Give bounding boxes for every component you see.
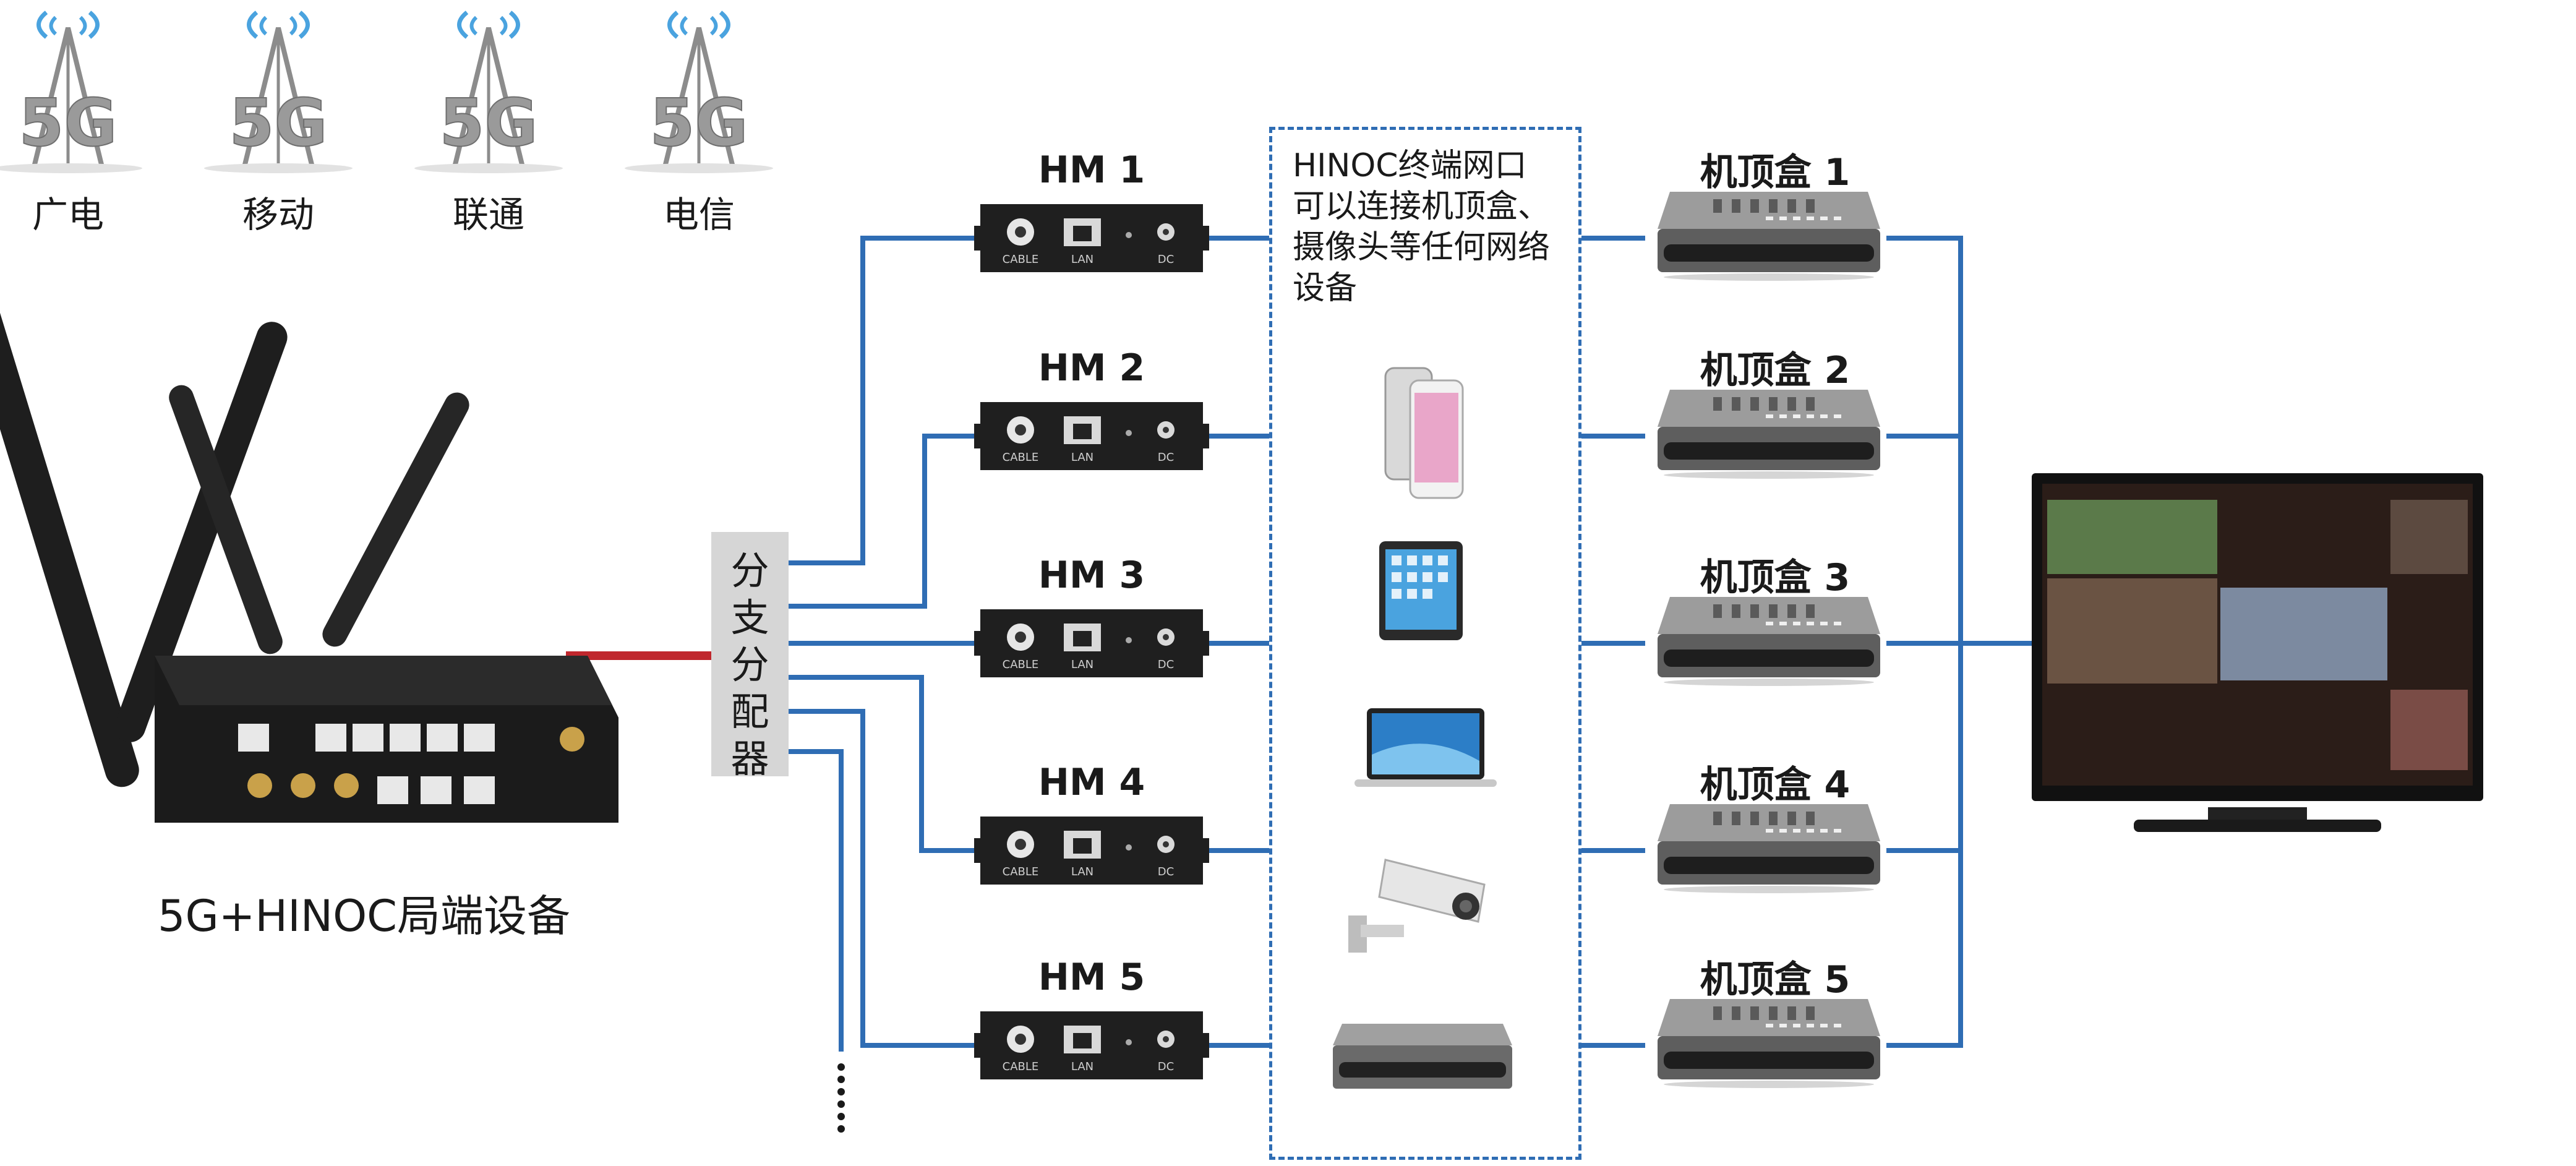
link-splitter-hm1 <box>789 236 977 565</box>
svg-text:DC: DC <box>1158 865 1174 878</box>
splitter-char: 配 <box>730 689 769 734</box>
hm-terminal-icon: CABLE LAN DC <box>974 817 1209 885</box>
set-top-box-icon <box>1658 999 1880 1088</box>
splitter-char: 器 <box>730 736 769 781</box>
link-splitter-hm5 <box>789 709 977 1048</box>
hm-label: HM 1 <box>1038 148 1145 192</box>
tower-badge: 5G <box>19 85 117 161</box>
set-top-box-label: 机顶盒 2 <box>1700 349 1851 392</box>
hm-terminal-icon: CABLE LAN DC <box>974 204 1209 272</box>
hm-terminal-icon: CABLE LAN DC <box>974 402 1209 470</box>
head-end-router-icon <box>0 294 618 823</box>
head-end-title: 5G+HINOC局端设备 <box>158 891 571 941</box>
link-splitter-extra <box>789 749 844 1052</box>
carrier-towers: 5G 5G 5G 5G <box>0 11 773 173</box>
security-camera-icon <box>1348 859 1486 953</box>
svg-text:LAN: LAN <box>1071 1060 1093 1073</box>
svg-text:DC: DC <box>1158 1060 1174 1073</box>
hm-label: HM 2 <box>1038 346 1145 390</box>
splitter-char: 支 <box>730 595 769 640</box>
svg-text:CABLE: CABLE <box>1003 253 1039 266</box>
svg-text:LAN: LAN <box>1071 451 1093 464</box>
carrier-label: 移动 <box>242 194 314 236</box>
hm-label: HM 5 <box>1038 956 1145 999</box>
continuation-dots <box>837 1063 845 1133</box>
set-top-box-icon <box>1658 390 1880 479</box>
set-top-box-label: 机顶盒 5 <box>1700 958 1851 1001</box>
set-top-box-icon <box>1658 192 1880 281</box>
link-splitter-hm4 <box>789 675 977 853</box>
tablet-icon <box>1379 541 1463 640</box>
hm-terminal-icon: CABLE LAN DC <box>974 1011 1209 1079</box>
svg-text:CABLE: CABLE <box>1003 658 1039 671</box>
carrier-label: 联通 <box>452 194 524 236</box>
set-top-box-icon <box>1658 597 1880 686</box>
terminal-device-box <box>1269 127 1581 1160</box>
set-top-box-label: 机顶盒 3 <box>1700 556 1851 599</box>
splitter-char: 分 <box>730 642 769 687</box>
laptop-icon <box>1354 708 1497 787</box>
tower-icon <box>625 11 773 173</box>
svg-text:DC: DC <box>1158 253 1174 266</box>
tower-icon <box>204 11 353 173</box>
splitter: 分 支 分 配 器 <box>711 532 789 781</box>
smartphone-icon <box>1384 367 1464 499</box>
tower-icon <box>414 11 563 173</box>
svg-text:LAN: LAN <box>1071 658 1093 671</box>
svg-text:CABLE: CABLE <box>1003 451 1039 464</box>
set-top-box-icon <box>1333 1024 1512 1089</box>
svg-text:DC: DC <box>1158 451 1174 464</box>
svg-text:LAN: LAN <box>1071 253 1093 266</box>
link-splitter-hm2 <box>789 434 977 609</box>
svg-text:CABLE: CABLE <box>1003 1060 1039 1073</box>
hm-label: HM 4 <box>1038 761 1145 804</box>
terminal-note: HINOC终端网口 可以连接机顶盒、 摄像头等任何网络 设备 <box>1293 147 1551 307</box>
svg-text:LAN: LAN <box>1071 865 1093 878</box>
svg-text:CABLE: CABLE <box>1003 865 1039 878</box>
set-top-box-label: 机顶盒 1 <box>1700 151 1851 194</box>
tower-badge: 5G <box>649 85 748 161</box>
carrier-label: 电信 <box>662 194 735 236</box>
set-top-box-icon <box>1658 804 1880 893</box>
splitter-char: 分 <box>730 548 769 593</box>
set-top-box-label: 机顶盒 4 <box>1700 763 1851 807</box>
tower-icon <box>0 11 142 173</box>
tower-badge: 5G <box>229 85 327 161</box>
hm-terminal-icon: CABLE LAN DC <box>974 609 1209 677</box>
carrier-label: 广电 <box>32 194 104 236</box>
television-icon <box>2032 473 2483 832</box>
svg-text:DC: DC <box>1158 658 1174 671</box>
hm-label: HM 3 <box>1038 554 1145 597</box>
tower-badge: 5G <box>439 85 537 161</box>
